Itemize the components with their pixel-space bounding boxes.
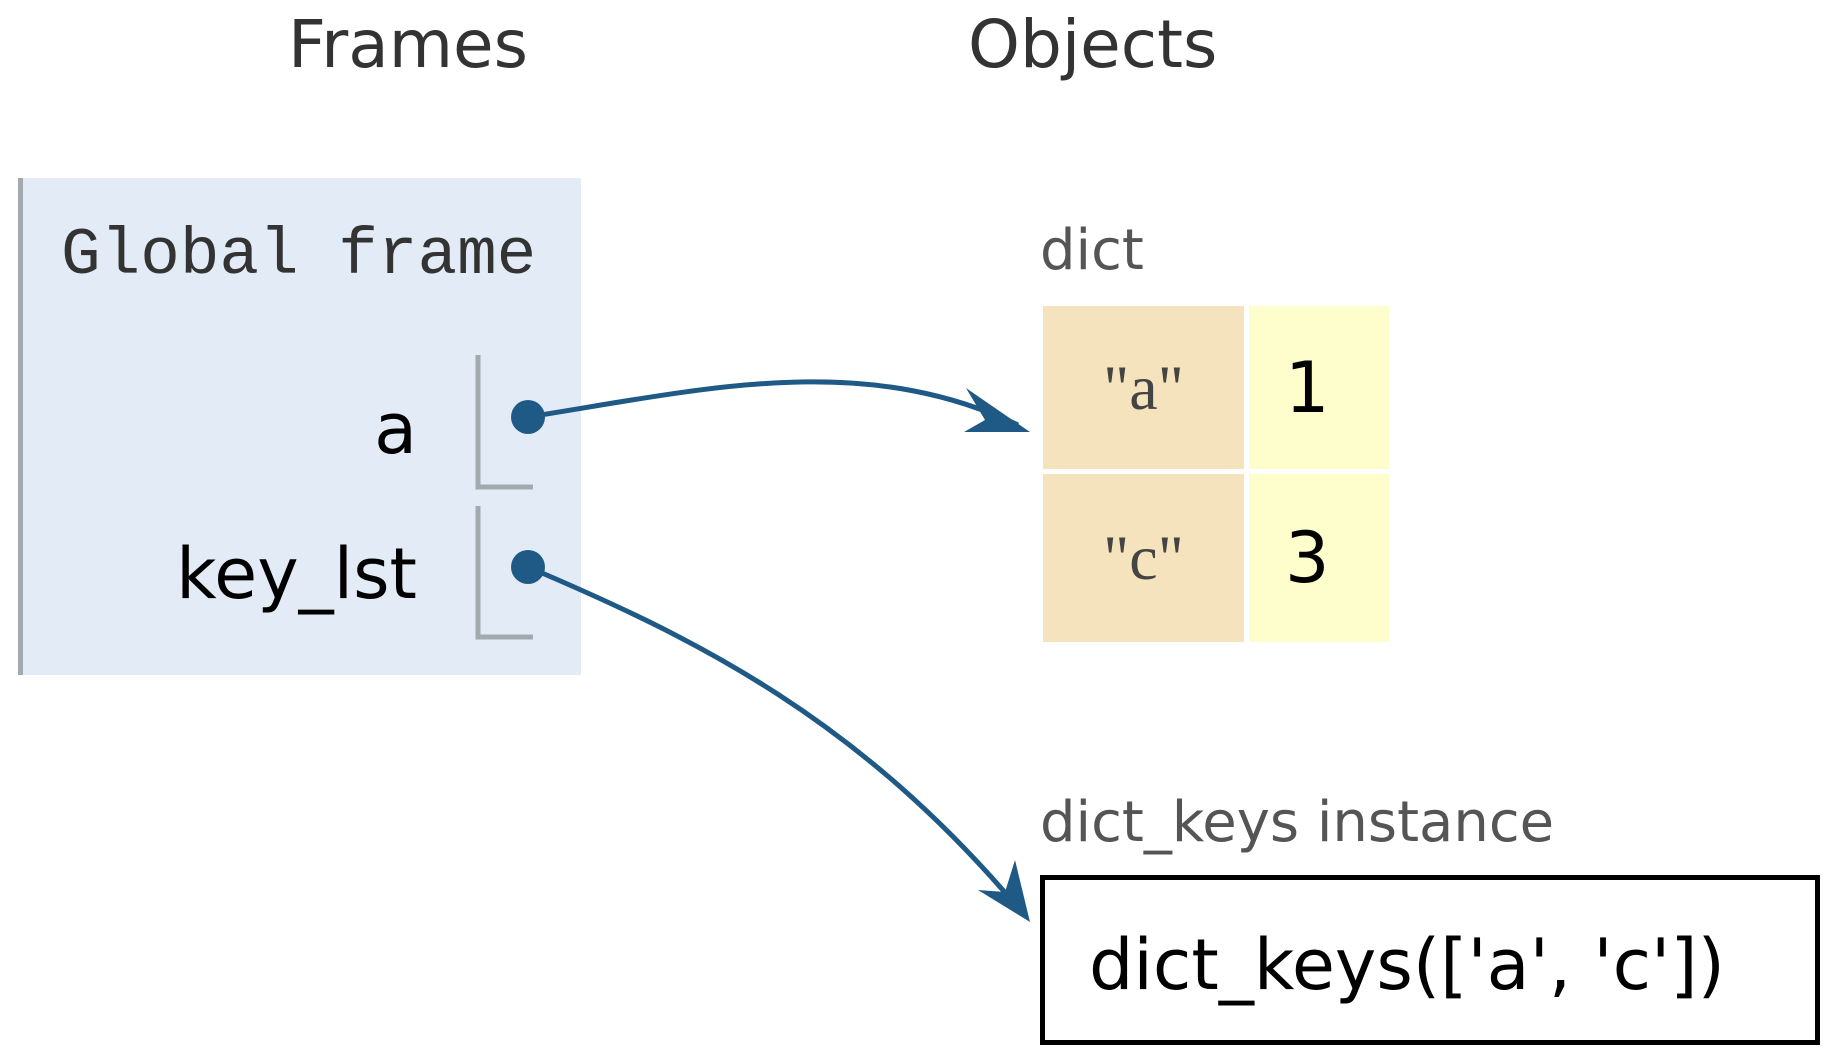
slot-bracket-a xyxy=(475,355,533,490)
arrowhead-key-lst xyxy=(978,860,1030,922)
global-frame-title: Global frame xyxy=(61,218,537,293)
dict-key: "c" xyxy=(1043,474,1249,642)
pointer-arrow-a-to-dict xyxy=(527,379,1020,428)
dict-key: "a" xyxy=(1043,306,1249,474)
frames-heading: Frames xyxy=(288,6,529,83)
arrowhead-a xyxy=(964,388,1030,432)
pointer-arrow-key-lst-to-dict-keys xyxy=(527,564,1022,912)
dict-keys-value: dict_keys(['a', 'c']) xyxy=(1089,924,1725,1006)
global-frame: Global frame a key_lst xyxy=(18,178,581,675)
dict-keys-type-label: dict_keys instance xyxy=(1040,790,1555,855)
dict-value: 1 xyxy=(1249,306,1389,474)
dict-keys-object: dict_keys(['a', 'c']) xyxy=(1040,875,1820,1045)
objects-heading: Objects xyxy=(968,6,1218,83)
dict-value: 3 xyxy=(1249,474,1389,642)
slot-bracket-key-lst xyxy=(475,506,533,640)
dict-entry: "c" 3 xyxy=(1043,474,1389,642)
variable-name-key-lst: key_lst xyxy=(176,533,417,615)
dict-object: "a" 1 "c" 3 xyxy=(1043,306,1389,642)
variable-name-a: a xyxy=(374,388,417,470)
dict-type-label: dict xyxy=(1040,218,1144,283)
dict-entry: "a" 1 xyxy=(1043,306,1389,474)
